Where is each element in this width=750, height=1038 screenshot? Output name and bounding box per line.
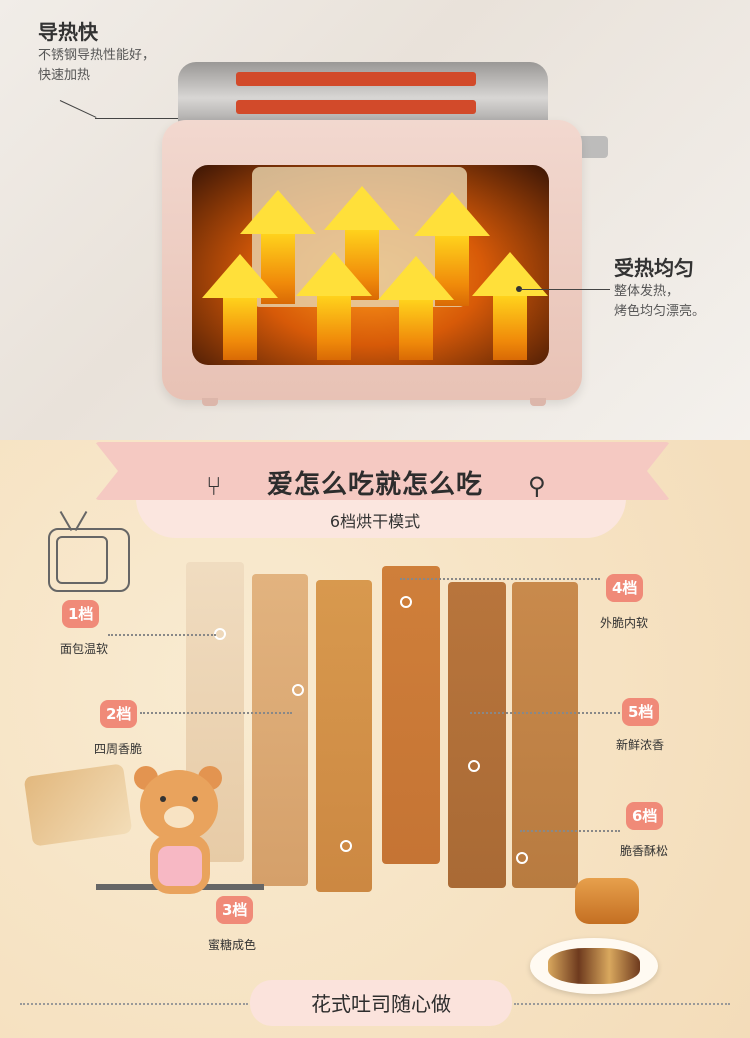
footer-text: 花式吐司随心做 [311, 992, 451, 1016]
heat-fast-desc-2: 快速加热 [38, 68, 91, 83]
level-5-label: 新鲜浓香 [616, 738, 665, 752]
bear-apron [158, 846, 202, 886]
banner-ribbon [95, 442, 670, 500]
footer-divider-right [514, 1003, 730, 1005]
strip-marker [468, 760, 480, 772]
heat-fast-desc-1: 不锈钢导热性能好， [38, 48, 156, 63]
heat-even-desc-2: 烤色均匀漂亮。 [614, 304, 706, 319]
toast-strip-2 [252, 574, 308, 886]
modes-section [0, 440, 750, 1038]
level-2-badge: 2档 [100, 700, 138, 728]
level-6-badge: 6档 [626, 802, 664, 830]
footer-banner [250, 980, 512, 1026]
heat-even-leader [520, 289, 610, 290]
pastry-image [575, 878, 639, 924]
toaster-slot-2 [236, 100, 476, 114]
level-3-label: 蜜糖成色 [208, 938, 257, 952]
level-1-connector [108, 634, 216, 636]
heat-even-desc-1: 整体发热， [614, 284, 680, 299]
bear-snout [164, 806, 194, 828]
level-1-badge: 1档 [62, 600, 100, 628]
level-3-badge: 3档 [216, 896, 254, 924]
plate-food-image [548, 948, 640, 984]
strip-marker [340, 840, 352, 852]
level-2-label: 四周香脆 [94, 742, 143, 756]
bear-eye [160, 796, 166, 802]
level-5-badge: 5档 [622, 698, 660, 726]
level-4-badge: 4档 [606, 574, 644, 602]
whisk-icon: ⚲ [528, 472, 546, 500]
level-2-connector [140, 712, 292, 714]
footer-divider-left [20, 1003, 248, 1005]
toast-pile-image [23, 763, 133, 847]
level-4-label: 外脆内软 [600, 616, 649, 630]
toast-strip-4 [382, 566, 440, 864]
bear-eye [192, 796, 198, 802]
level-6-label: 脆香酥松 [620, 844, 669, 858]
toaster-foot [530, 398, 546, 406]
tv-screen-icon [56, 536, 108, 584]
fork-icon: ⑂ [206, 472, 222, 502]
toaster-slot-1 [236, 72, 476, 86]
tv-icon [48, 528, 130, 592]
heat-even-dot [516, 286, 522, 292]
banner-subtitle: 6档烘干模式 [329, 512, 421, 531]
strip-marker [400, 596, 412, 608]
level-6-connector [520, 830, 620, 832]
level-1-label: 面包温软 [60, 642, 109, 656]
toast-strip-5 [448, 582, 506, 888]
level-4-connector [400, 578, 600, 580]
heat-fast-leader [95, 118, 195, 119]
strip-marker [292, 684, 304, 696]
strip-marker [516, 852, 528, 864]
banner-title: 爱怎么吃就怎么吃 [266, 470, 483, 500]
toaster-foot [202, 398, 218, 406]
level-5-connector [470, 712, 620, 714]
heat-even-title: 受热均匀 [614, 256, 694, 280]
heat-fast-title: 导热快 [38, 20, 98, 44]
toast-strip-6 [512, 582, 578, 888]
